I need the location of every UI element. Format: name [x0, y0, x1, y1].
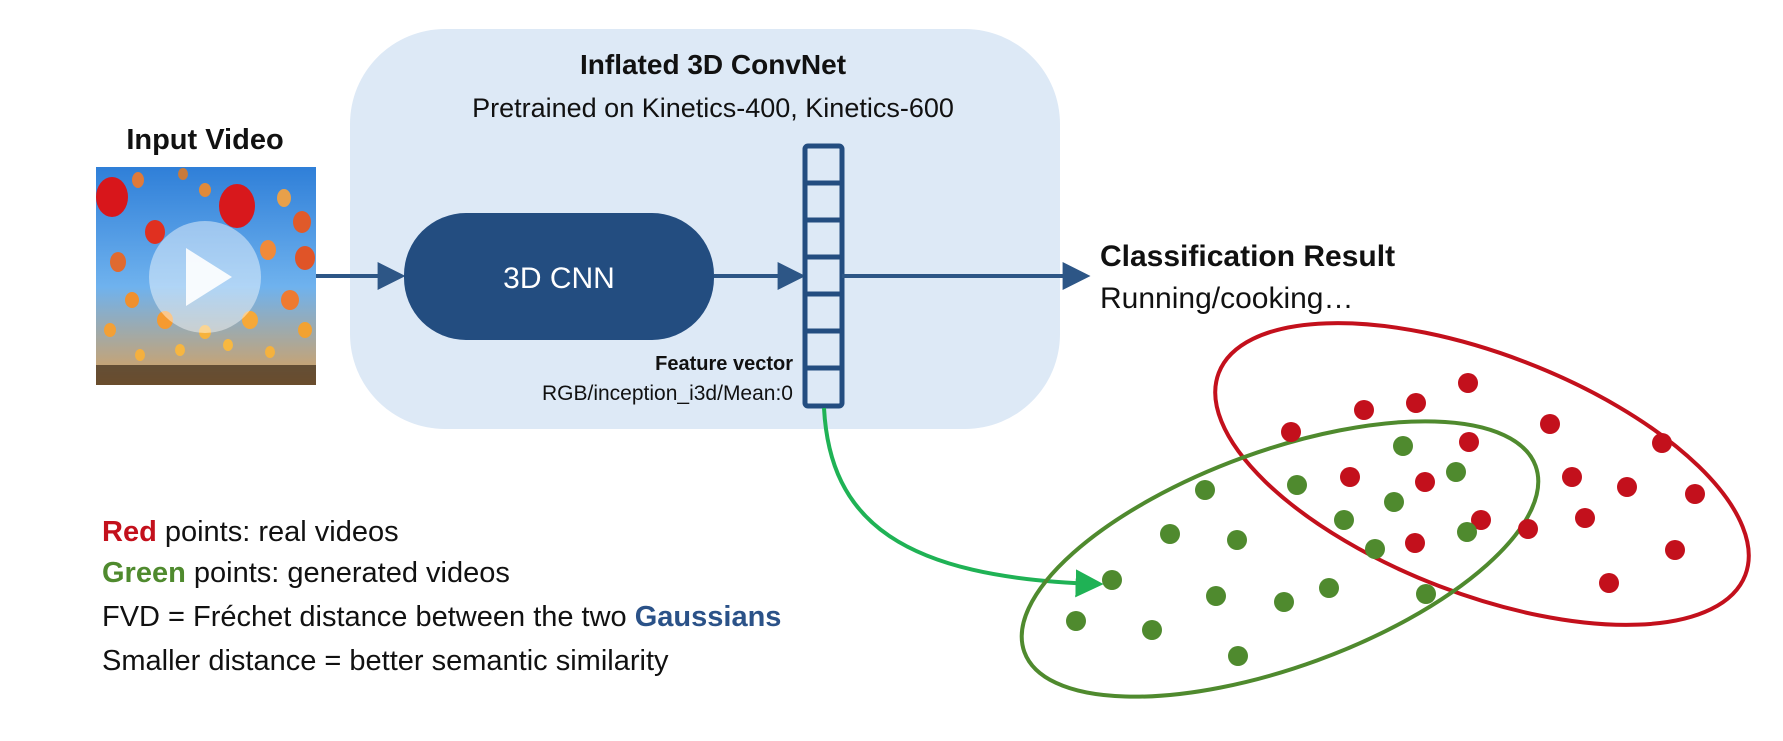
legend-green-rest: points: generated videos — [186, 557, 510, 589]
red-point — [1599, 573, 1619, 593]
green-point — [1160, 524, 1180, 544]
classification-title: Classification Result — [1100, 240, 1395, 273]
legend-red-rest: points: real videos — [157, 516, 399, 548]
legend-green-word: Green — [102, 557, 186, 589]
network-subtitle: Pretrained on Kinetics-400, Kinetics-600 — [472, 93, 954, 123]
play-icon — [186, 248, 232, 306]
green-point — [1319, 578, 1339, 598]
green-point — [1102, 570, 1122, 590]
red-point — [1540, 414, 1560, 434]
green-points — [1066, 436, 1477, 666]
generated-videos-gaussian — [1019, 419, 1541, 699]
red-point — [1340, 467, 1360, 487]
red-point — [1518, 519, 1538, 539]
green-point — [1206, 586, 1226, 606]
green-point — [1195, 480, 1215, 500]
red-points — [1281, 373, 1705, 593]
red-point — [1354, 400, 1374, 420]
red-point — [1406, 393, 1426, 413]
network-title: Inflated 3D ConvNet — [580, 49, 846, 80]
video-thumbnail[interactable] — [96, 167, 316, 385]
input-video-label: Input Video — [126, 124, 283, 156]
feature-vector-title: Feature vector — [655, 353, 793, 375]
lantern-decoration — [96, 168, 316, 385]
red-point — [1685, 484, 1705, 504]
green-point — [1457, 522, 1477, 542]
feature-vector — [802, 143, 845, 409]
green-point — [1228, 646, 1248, 666]
legend-red-word: Red — [102, 516, 157, 548]
green-point — [1384, 492, 1404, 512]
green-point — [1446, 462, 1466, 482]
red-point — [1617, 477, 1637, 497]
green-point — [1393, 436, 1413, 456]
legend-fvd-prefix: FVD = Fréchet distance between the two — [102, 601, 635, 633]
feature-tensor-name: RGB/inception_i3d/Mean:0 — [542, 382, 793, 405]
classification-value: Running/cooking… — [1100, 282, 1354, 315]
red-point — [1405, 533, 1425, 553]
cnn-block — [404, 213, 714, 340]
red-point — [1575, 508, 1595, 528]
red-point — [1415, 472, 1435, 492]
legend-line-fvd: FVD = Fréchet distance between the two G… — [102, 601, 781, 633]
green-point — [1287, 475, 1307, 495]
feature-to-gaussian-curve — [822, 407, 1104, 598]
legend-line-similarity: Smaller distance = better semantic simil… — [102, 645, 669, 677]
green-point — [1416, 584, 1436, 604]
legend-gaussians-word: Gaussians — [635, 601, 782, 633]
red-point — [1471, 510, 1491, 530]
green-point — [1274, 592, 1294, 612]
red-point — [1458, 373, 1478, 393]
red-point — [1562, 467, 1582, 487]
red-point — [1281, 422, 1301, 442]
red-point — [1652, 433, 1672, 453]
cnn-label: 3D CNN — [503, 262, 615, 295]
legend-line-real: Red points: real videos — [102, 516, 399, 548]
real-videos-gaussian — [1213, 321, 1751, 627]
green-point — [1142, 620, 1162, 640]
green-point — [1066, 611, 1086, 631]
red-point — [1665, 540, 1685, 560]
green-point — [1334, 510, 1354, 530]
green-point — [1365, 539, 1385, 559]
green-point — [1227, 530, 1247, 550]
red-point — [1459, 432, 1479, 452]
legend-line-generated: Green points: generated videos — [102, 557, 510, 589]
